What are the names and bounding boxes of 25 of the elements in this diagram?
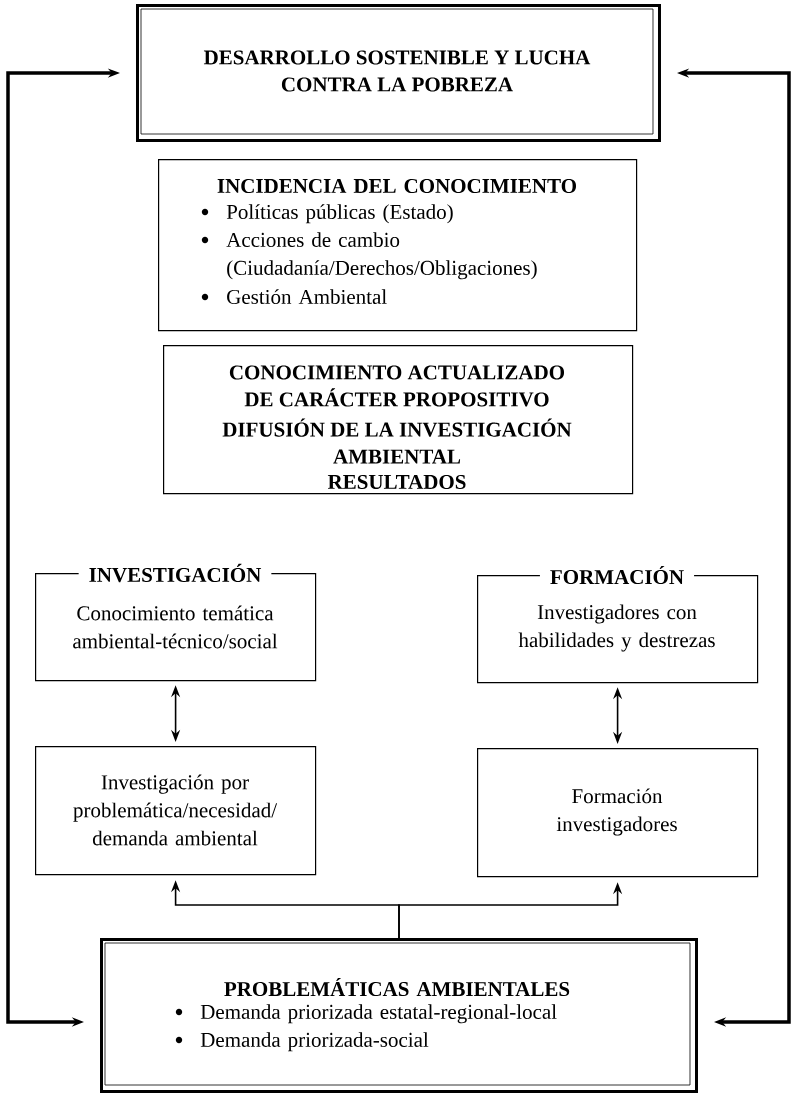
box-title: CONOCIMIENTO ACTUALIZADO DE CARÁCTER PROPOSITIVO bbox=[229, 365, 565, 407]
double-box bbox=[136, 4, 661, 142]
process-box bbox=[35, 561, 317, 682]
list-item: Demanda priorizada-social bbox=[200, 1032, 429, 1052]
box-heading: FORMACIÓN bbox=[539, 563, 695, 587]
box-heading: INVESTIGACIÓN bbox=[78, 561, 272, 585]
list-item: Acciones de cambio (Ciudadanía/Derechos/Obligaciones) bbox=[226, 232, 537, 280]
box-text: Conocimiento temática ambiental-técnico/social bbox=[73, 605, 278, 649]
process-box bbox=[35, 746, 317, 876]
box-text: Investigadores con habilidades y destrezas bbox=[518, 604, 715, 652]
process-box bbox=[163, 345, 634, 495]
box-text: Investigación por problemática/necesidad/ demanda ambiental bbox=[73, 774, 278, 846]
list-item: Gestión Ambiental bbox=[227, 289, 387, 304]
box-title: DESARROLLO SOSTENIBLE Y LUCHA CONTRA LA POBREZA bbox=[203, 50, 591, 92]
list-item: Políticas públicas (Estado) bbox=[226, 204, 453, 224]
process-box bbox=[158, 159, 638, 332]
box-title: RESULTADOS bbox=[327, 474, 466, 490]
box-heading: INCIDENCIA DEL CONOCIMIENTO bbox=[217, 178, 576, 194]
box-title: DIFUSIÓN DE LA INVESTIGACIÓN AMBIENTAL bbox=[222, 418, 572, 464]
box-text: Formación investigadores bbox=[556, 788, 677, 836]
double-box bbox=[100, 938, 698, 1093]
box-heading: PROBLEMÁTICAS AMBIENTALES bbox=[224, 977, 570, 997]
process-box bbox=[477, 748, 759, 878]
process-box bbox=[477, 563, 759, 684]
list-item: Demanda priorizada estatal-regional-local bbox=[200, 1004, 557, 1024]
